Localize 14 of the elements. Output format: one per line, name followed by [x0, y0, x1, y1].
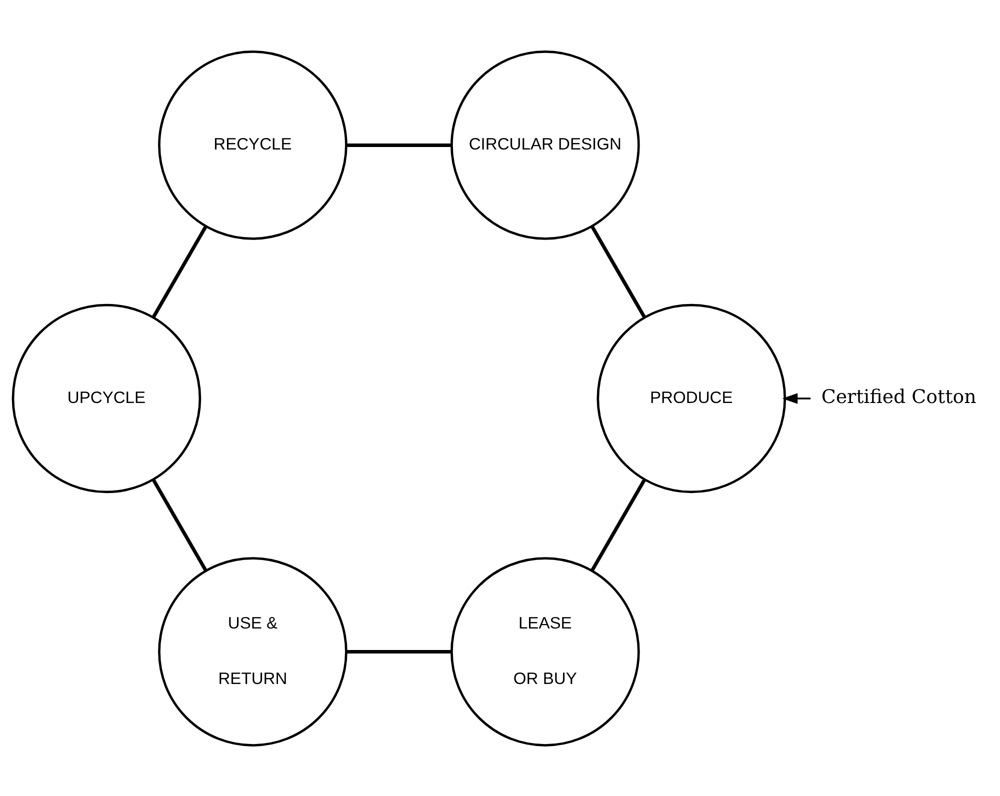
node-text: Certified Cotton: [821, 385, 976, 408]
node-circle: USE & RETURN: [158, 556, 348, 746]
node-circle: PRODUCE: [596, 303, 786, 493]
node-circle: LEASE OR BUY: [450, 556, 640, 746]
connector: [346, 142, 452, 146]
connector: [152, 478, 208, 571]
connector: [152, 225, 208, 318]
node-circle: CIRCULAR DESIGN: [450, 50, 640, 240]
node-circle: RECYCLE: [158, 50, 348, 240]
connector: [590, 225, 646, 318]
connector: [590, 478, 646, 571]
connector: [346, 650, 452, 654]
node-circle: UPCYCLE: [12, 303, 202, 493]
arrow: [782, 392, 811, 404]
